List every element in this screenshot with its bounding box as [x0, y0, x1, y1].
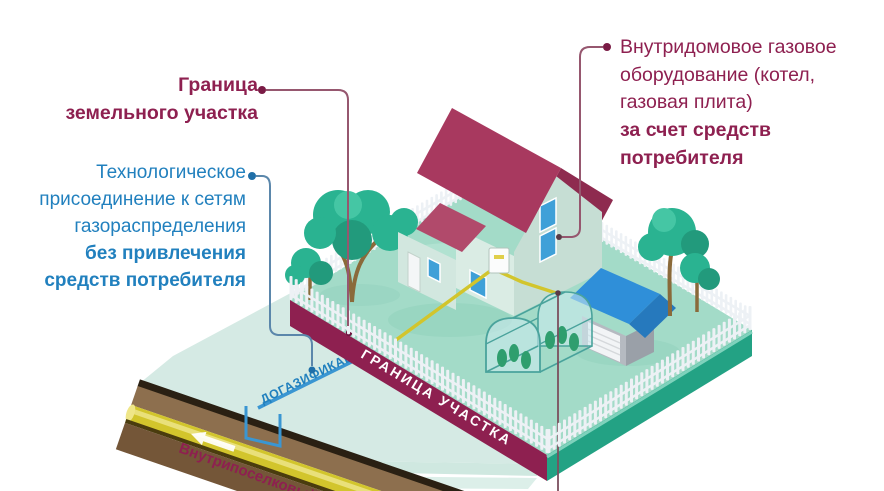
indoor-equipment-label: Внутридомовое газовое оборудование (коте…	[620, 36, 837, 169]
shed-roof	[570, 268, 660, 324]
leader-tech-connection	[256, 175, 313, 366]
leader-lines	[248, 43, 611, 374]
boundary-band	[290, 300, 547, 481]
leader-plot-boundary	[266, 89, 349, 326]
plot-boundary-line2: земельного участка	[65, 101, 258, 124]
greenhouse-illustration	[485, 291, 593, 373]
leader-dot	[603, 43, 611, 51]
earth-layer	[115, 379, 467, 491]
plot-boundary-line1: Граница	[178, 74, 258, 96]
roof-wing	[416, 203, 486, 252]
house-illustration	[398, 108, 613, 316]
plot-side-face	[547, 330, 752, 481]
gas-pipe-yard	[394, 247, 557, 342]
leader-dot	[258, 86, 266, 94]
window	[427, 256, 441, 284]
window	[539, 196, 557, 234]
tech-connection-label: Технологическое присоединение к сетям га…	[39, 162, 246, 291]
window-boiler	[539, 226, 557, 264]
leader-dot	[556, 234, 562, 240]
wing-wall	[398, 232, 456, 310]
tree-icon	[680, 253, 720, 312]
gas-flow-arrow-icon	[190, 431, 236, 452]
door	[407, 251, 421, 293]
fence-front	[289, 276, 752, 453]
greenhouse-plants	[497, 326, 579, 369]
tree-icon	[285, 248, 333, 300]
roof-main	[417, 108, 561, 233]
leader-dot	[248, 172, 256, 180]
gas-meter-box	[488, 247, 510, 274]
leader-dot	[308, 366, 316, 374]
plot-boundary-label: Граница земельного участка	[40, 72, 258, 127]
shed-illustration	[570, 268, 676, 366]
tree-icon	[638, 208, 709, 317]
riser-dot	[555, 290, 561, 296]
leader-indoor-equipment	[562, 46, 603, 238]
